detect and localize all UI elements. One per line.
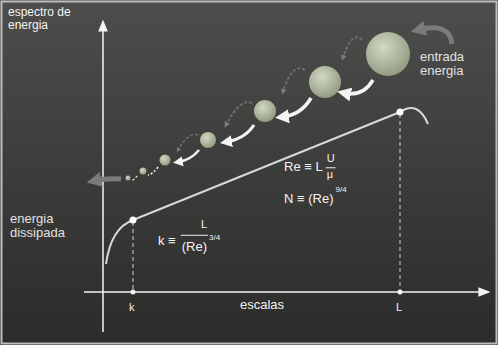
tick-dot [398,290,403,295]
fraction-bar [181,235,208,236]
cascade-arrow [282,98,311,117]
spectrum-curve [106,108,428,264]
energy-in-label: entrada energia [420,50,492,77]
formula-text: N ≡ (Re) [284,192,333,206]
cascade-arrow [344,80,373,94]
guide-line [133,222,134,290]
tick-label: k [129,302,135,314]
cascade-arrow [226,125,254,142]
axis-label: espectro de energia [8,6,88,31]
eddy [309,66,341,98]
formula-exponent: 3/4 [209,234,220,242]
energy-out-label: energia dissipada [10,212,94,239]
cascade-arrow [131,176,137,181]
energy-in-arrow [418,28,452,44]
cascade-arrow [343,37,362,58]
cascade-arrow [283,68,305,92]
formula-text: k ≡ [158,234,176,248]
eddy [126,176,131,181]
eddy [254,100,276,122]
eddy [200,132,216,148]
tick-dot [131,290,136,295]
formula-text: (Re) [182,240,207,254]
cascade-arrow [178,150,199,162]
guide-line [400,114,401,290]
curve-dot [130,217,137,224]
formula-text: μ [327,169,333,181]
energy-out-arrow [94,179,121,181]
eddy [140,168,147,175]
cascade-arrow [148,167,158,175]
x-axis [84,291,488,293]
curve-dot [397,109,404,116]
tick-label: L [396,302,402,314]
axis-label: escalas [240,298,284,312]
eddy [366,32,410,76]
formula-text: L [201,219,207,231]
formula-text: U [327,153,335,165]
eddy [160,155,171,166]
cascade-arrow [226,102,252,125]
formula-text: Re ≡ L [284,160,323,174]
formula-exponent: 9/4 [335,186,346,194]
cascade-arrow [178,135,198,150]
